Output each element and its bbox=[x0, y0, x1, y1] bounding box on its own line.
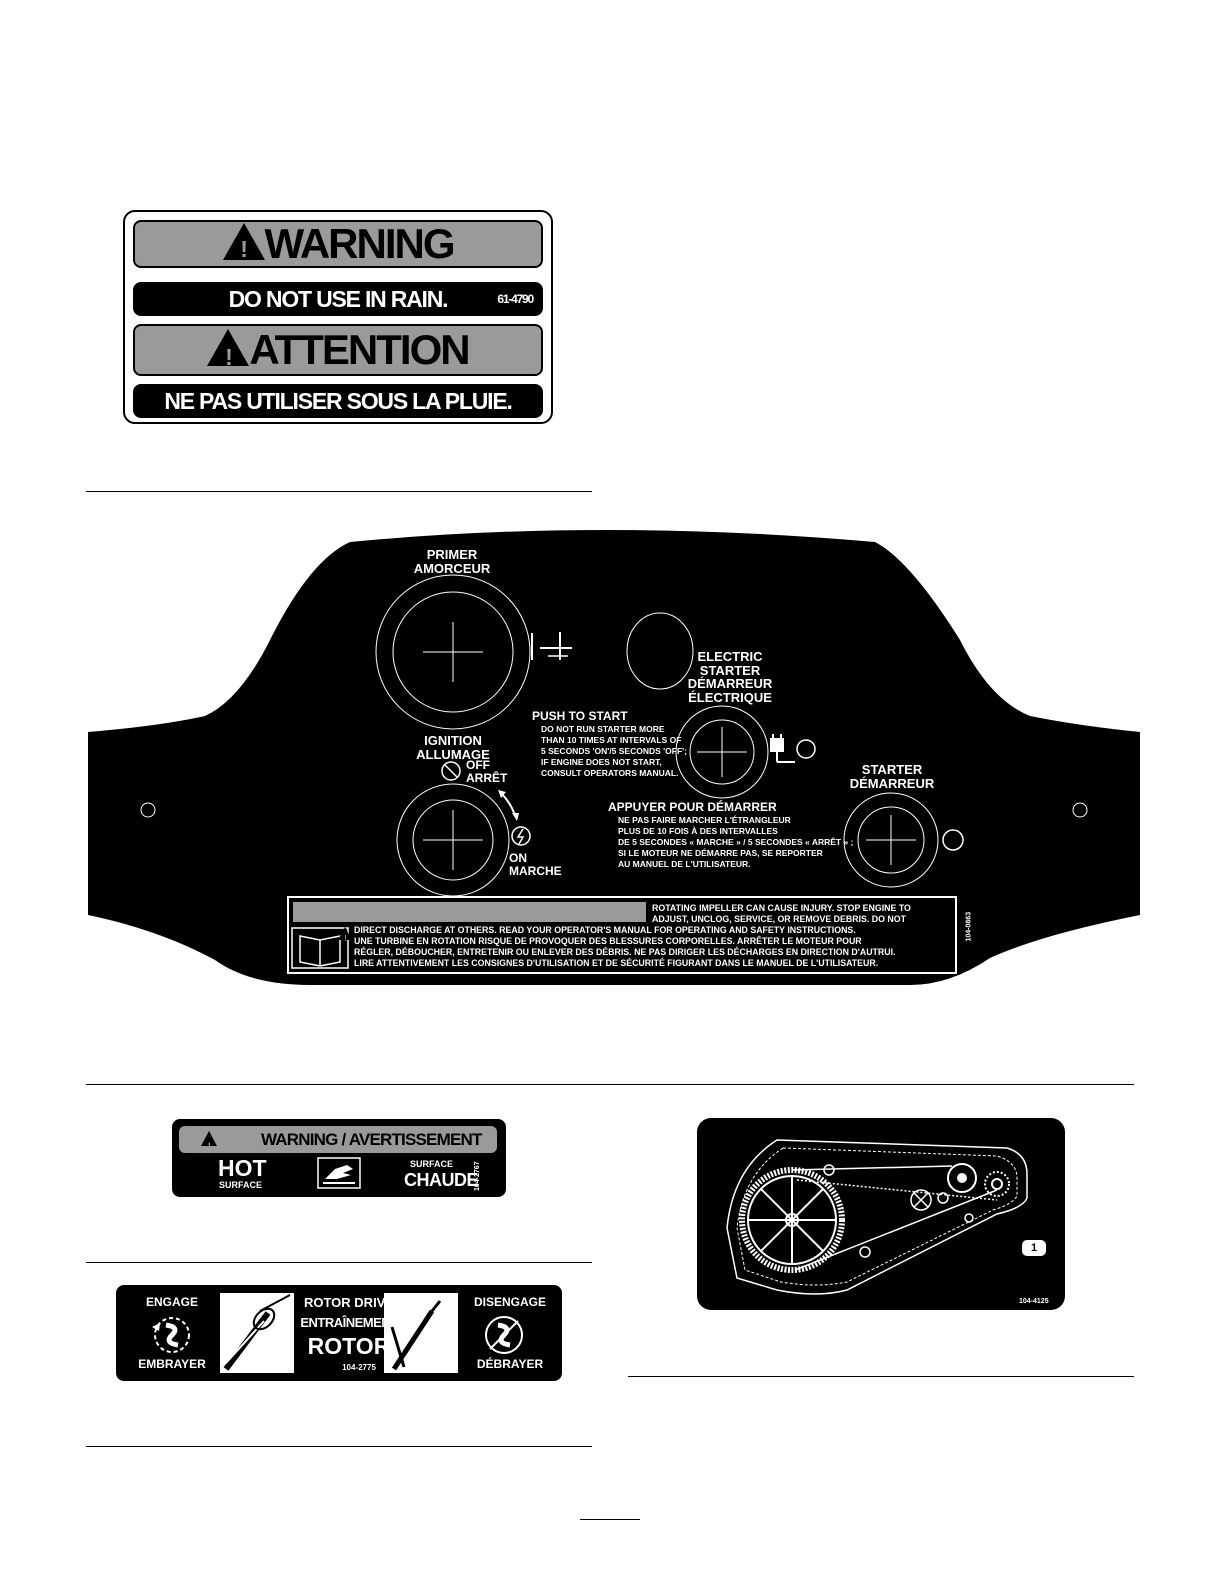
lever-disengaged-icon bbox=[390, 1300, 442, 1371]
rotor-label: ROTOR bbox=[307, 1333, 391, 1359]
electric-starter-label: ELECTRIC STARTER DÉMARREUR ÉLECTRIQUE bbox=[687, 649, 773, 705]
appuyer-title: APPUYER POUR DÉMARRER bbox=[608, 800, 777, 814]
off-label: OFF ARRÊT bbox=[466, 758, 508, 785]
attention-header: ATTENTION bbox=[133, 324, 543, 381]
embrayer-label: EMBRAYER bbox=[138, 1357, 206, 1371]
engage-rotor-icon bbox=[152, 1317, 190, 1353]
warning-banner: WARNING ATTENTION bbox=[330, 902, 546, 949]
debrayer-label: DÉBRAYER bbox=[476, 1357, 544, 1371]
warning-text-body: DIRECT DISCHARGE AT OTHERS. READ YOUR OP… bbox=[354, 925, 896, 968]
surface-fr-label: SURFACE bbox=[410, 1159, 454, 1169]
warning-text-bar: DO NOT USE IN RAIN. 61-4790 bbox=[133, 282, 543, 316]
push-to-start-body: DO NOT RUN STARTER MORE THAN 10 TIMES AT… bbox=[541, 724, 687, 778]
warning-triangle-icon bbox=[207, 329, 250, 381]
warning-text-right: ROTATING IMPELLER CAN CAUSE INJURY. STOP… bbox=[652, 903, 911, 924]
part-number: 104-4125 bbox=[1019, 1298, 1049, 1305]
attention-text-bar: NE PAS UTILISER SOUS LA PLUIE. bbox=[133, 384, 543, 418]
decal-rotor-drive: ENGAGE EMBRAYER ROTOR DRIVE ENTRAÎNEMENT… bbox=[116, 1285, 562, 1381]
push-to-start-title: PUSH TO START bbox=[532, 709, 628, 723]
disengage-rotor-icon bbox=[485, 1316, 523, 1354]
warning-triangle-icon bbox=[338, 926, 353, 949]
surface-label: SURFACE bbox=[219, 1180, 263, 1190]
primer-label: PRIMER AMORCEUR bbox=[413, 547, 491, 576]
decal-belt-diagram: 1 104-4125 bbox=[697, 1118, 1065, 1310]
divider bbox=[86, 1446, 592, 1447]
warning-triangle-icon bbox=[201, 1131, 217, 1160]
part-number: 104-2775 bbox=[342, 1363, 376, 1372]
divider bbox=[86, 1262, 592, 1263]
warning-triangle-icon bbox=[222, 223, 265, 271]
appuyer-body: NE PAS FAIRE MARCHER L'ÉTRANGLEUR PLUS D… bbox=[618, 815, 854, 869]
decal-warning-rain: WARNING DO NOT USE IN RAIN. 61-4790 ATTE… bbox=[123, 210, 553, 424]
lever-engaged-panel bbox=[220, 1293, 294, 1373]
hot-warning-banner: WARNING / AVERTISSEMENT bbox=[179, 1126, 497, 1160]
lever-engaged-icon bbox=[223, 1294, 291, 1371]
warning-header: WARNING bbox=[133, 220, 543, 271]
hot-label: HOT bbox=[218, 1155, 267, 1181]
ignition-label: IGNITION ALLUMAGE bbox=[416, 733, 490, 762]
starter-label: STARTER DÉMARREUR bbox=[849, 762, 935, 791]
divider bbox=[628, 1376, 1134, 1377]
disengage-label: DISENGAGE bbox=[473, 1295, 546, 1309]
rotor-drive-label: ROTOR DRIVE bbox=[303, 1295, 395, 1310]
callout-number: 1 bbox=[1030, 1242, 1038, 1254]
belt-routing-diagram bbox=[726, 1139, 1046, 1295]
decal-hot-surface: WARNING / AVERTISSEMENT HOT SURFACE SURF… bbox=[172, 1119, 506, 1197]
divider bbox=[86, 1084, 1134, 1085]
entrainement-label: ENTRAÎNEMENT bbox=[300, 1315, 398, 1330]
lever-disengaged-panel bbox=[384, 1293, 458, 1373]
hot-surface-hand-icon bbox=[317, 1157, 361, 1189]
part-number: 104-2767 bbox=[474, 1161, 481, 1191]
chaude-label: CHAUDE bbox=[404, 1170, 479, 1190]
divider bbox=[86, 491, 592, 492]
engage-label: ENGAGE bbox=[145, 1295, 198, 1309]
part-number: 104-0863 bbox=[965, 911, 973, 942]
page-number-rule bbox=[580, 1519, 640, 1520]
on-label: ON MARCHE bbox=[509, 851, 562, 878]
part-number: 61-4790 bbox=[497, 292, 534, 306]
